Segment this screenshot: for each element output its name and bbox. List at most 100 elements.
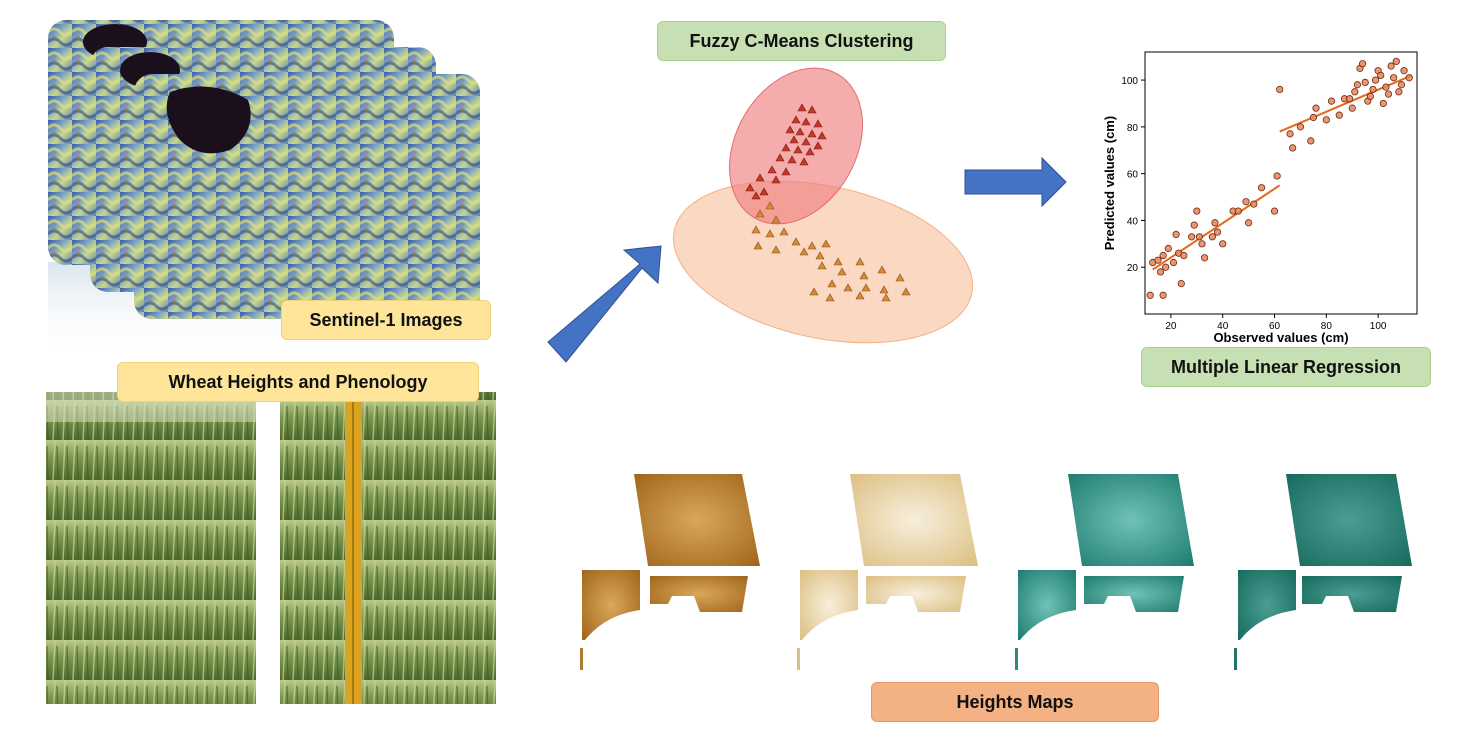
scatter-point [1146, 291, 1154, 299]
fit-lines [1152, 74, 1413, 271]
cluster-orange-point [765, 229, 775, 238]
cluster-orange-point [809, 287, 819, 296]
scatter-point [1159, 251, 1167, 260]
fuzzy-cmeans-text: Fuzzy C-Means Clustering [689, 30, 914, 51]
cluster-orange-point [833, 257, 843, 266]
scatter-point [1188, 233, 1196, 241]
scatter-point [1193, 207, 1201, 215]
scatter-point [1312, 104, 1320, 112]
fuzzy-cmeans-label: Fuzzy C-Means Clustering [657, 21, 946, 61]
cluster-red-point [781, 167, 791, 176]
scatter-point [1309, 113, 1317, 122]
heights-maps-label: Heights Maps [871, 682, 1159, 722]
cluster-orange-point [855, 257, 865, 266]
height-map-beige [797, 474, 978, 670]
scatter-point [1390, 74, 1398, 82]
wheat-photo-left [46, 392, 256, 704]
scatter-point [1353, 81, 1362, 89]
scatter-point [1359, 60, 1367, 68]
heights-maps-text: Heights Maps [956, 691, 1074, 712]
mlr-label: Multiple Linear Regression [1141, 347, 1431, 387]
cluster-orange-point [837, 267, 847, 276]
cluster-orange-point [879, 285, 889, 294]
cluster-red-point [781, 143, 791, 152]
cluster-red-point [807, 129, 817, 138]
scatter-point [1289, 144, 1297, 152]
mlr-text: Multiple Linear Regression [1170, 356, 1402, 377]
scatter-point [1366, 92, 1374, 101]
scatter-point [1346, 95, 1354, 103]
scatter-point [1156, 268, 1165, 276]
cluster-red-point [767, 165, 777, 174]
scatter-point [1257, 184, 1266, 192]
arrow-to-regression [964, 156, 1067, 208]
scatter-point [1371, 76, 1380, 84]
cluster-red-point [799, 157, 809, 166]
scatter-point [1270, 207, 1279, 215]
cluster-red-ellipse [729, 67, 863, 225]
cluster-orange-point [753, 241, 763, 250]
scatter-point [1335, 111, 1343, 119]
cluster-orange-point [859, 271, 869, 280]
cluster-red-point [755, 173, 765, 182]
wheat-photos [46, 392, 496, 704]
scatter-point [1382, 83, 1390, 91]
sentinel-image-stack [48, 20, 480, 362]
cluster-orange-point [877, 265, 887, 274]
scatter-point [1245, 219, 1253, 227]
lake-shape [166, 86, 251, 154]
cluster-red-points [745, 103, 827, 200]
scatter-point [1208, 233, 1216, 241]
wheat-heights-text: Wheat Heights and Phenology [168, 371, 428, 392]
scatter-point [1195, 233, 1204, 241]
cluster-orange-point [901, 287, 911, 296]
scatter-point [1234, 207, 1242, 215]
cluster-orange-point [827, 279, 837, 288]
x-tick-label: 40 [1217, 321, 1229, 332]
cluster-red-point [801, 117, 811, 126]
cluster-red-point [751, 191, 761, 200]
fit-line [1279, 74, 1413, 133]
sentinel-images-label: Sentinel-1 Images [281, 300, 491, 340]
scatter-point [1213, 228, 1222, 236]
cluster-orange-point [817, 261, 827, 270]
scatter-point [1351, 88, 1359, 96]
scatter-point [1395, 88, 1403, 96]
cluster-orange-point [825, 293, 835, 302]
cluster-orange-point [791, 237, 801, 246]
cluster-orange-point [821, 239, 831, 248]
y-axis-label: Predicted values (cm) [1102, 116, 1117, 250]
cluster-orange-point [815, 251, 825, 260]
y-tick-label: 60 [1127, 170, 1139, 181]
arrow-to-clustering [547, 245, 662, 363]
x-tick-label: 20 [1165, 321, 1177, 332]
cluster-red-point [789, 135, 799, 144]
wheat-heights-label: Wheat Heights and Phenology [117, 362, 479, 402]
cluster-red-point [787, 155, 797, 164]
cluster-red-point [791, 115, 801, 124]
scatter-point [1286, 130, 1294, 138]
cluster-red-point [797, 103, 807, 112]
scatter-point [1327, 97, 1336, 105]
height-map-brown [580, 474, 760, 670]
cluster-red-point [745, 183, 755, 192]
cluster-red-point [807, 105, 817, 114]
scatter-points [1146, 57, 1413, 299]
scatter-point [1162, 263, 1170, 271]
scatter-point [1405, 74, 1413, 82]
cluster-orange-point [755, 209, 765, 218]
scatter-point [1180, 251, 1188, 260]
cluster-red-point [805, 147, 815, 156]
scatter-point [1250, 200, 1258, 208]
scatter-point [1361, 78, 1369, 87]
cluster-orange-point [771, 215, 781, 224]
x-axis-label: Observed values (cm) [1213, 330, 1348, 345]
fit-line [1152, 184, 1281, 271]
cluster-orange-point [751, 225, 761, 234]
cluster-orange-points [751, 201, 911, 302]
scatter-point [1377, 71, 1385, 79]
scatter-point [1169, 258, 1178, 267]
